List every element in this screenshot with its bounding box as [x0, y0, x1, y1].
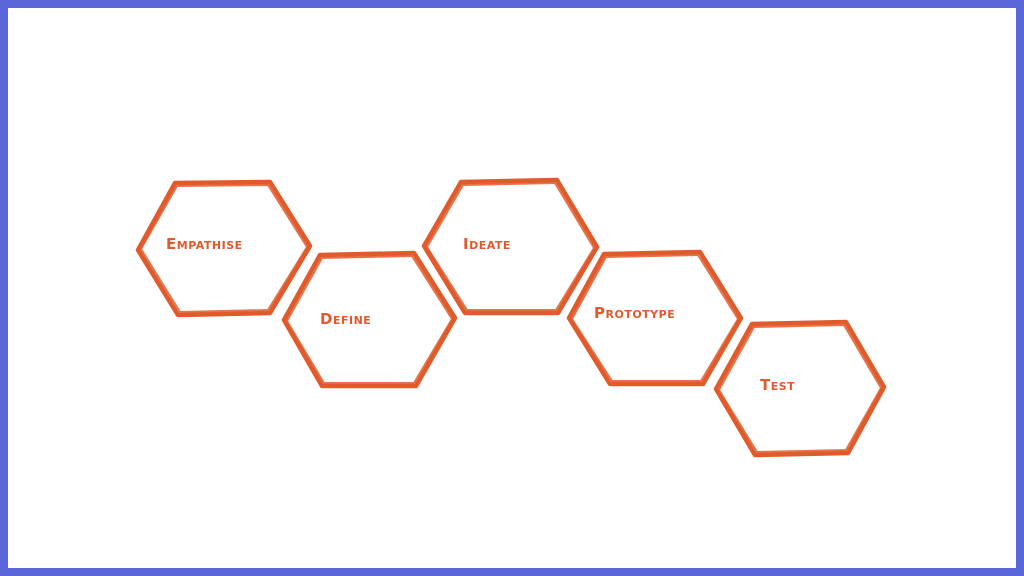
- hexagon-sketch-line: [571, 254, 739, 382]
- hexagon-outline: [421, 177, 600, 316]
- hexagon-sketch-line: [140, 184, 308, 313]
- hexagon-empathise: Empathise: [135, 179, 313, 318]
- hexagon-sketch-line: [426, 182, 595, 311]
- hexagon-outline: [713, 319, 887, 458]
- hexagon-outline: [135, 179, 313, 318]
- hexagon-prototype: Prototype: [566, 249, 744, 387]
- hexagon-sketch-line: [718, 324, 882, 453]
- hexagon-test: Test: [713, 319, 887, 458]
- hexagon-outline: [281, 250, 458, 389]
- step-label-define: Define: [320, 310, 371, 328]
- step-label-empathise: Empathise: [166, 235, 243, 253]
- hexagon-ideate: Ideate: [421, 177, 600, 316]
- hexagon-outline: [566, 249, 744, 387]
- step-label-test: Test: [760, 376, 795, 394]
- hexagon-sketch-line: [286, 255, 453, 384]
- step-label-ideate: Ideate: [463, 235, 511, 253]
- hexagon-define: Define: [281, 250, 458, 389]
- step-label-prototype: Prototype: [594, 304, 675, 322]
